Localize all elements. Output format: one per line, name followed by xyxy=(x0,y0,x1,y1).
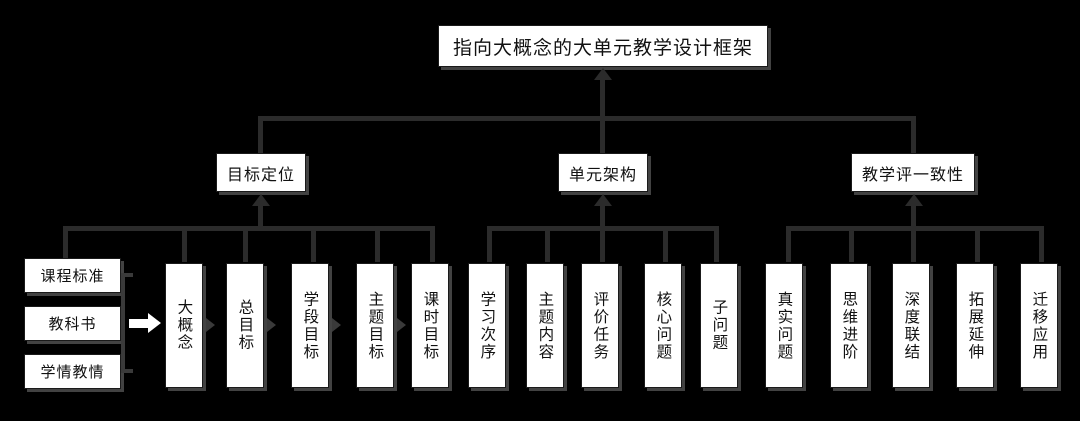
connector-group1-arrow-icon xyxy=(252,194,270,206)
source-label-3: 学情教情 xyxy=(40,363,105,381)
connector-group2-stem xyxy=(600,206,605,228)
source-box-student-teacher-situation: 学情教情 xyxy=(24,354,121,389)
source-bracket-vertical xyxy=(121,273,125,373)
connector-group3-drop-3 xyxy=(975,226,980,262)
connector-group2-drop-4 xyxy=(714,226,719,262)
source-bracket-top xyxy=(121,273,133,277)
connector-level2-bus xyxy=(258,116,916,121)
leaf-box-stage-goal: 学段目标 xyxy=(291,263,329,388)
seq-arrow-icon-4 xyxy=(397,318,406,332)
connector-group1-drop-0 xyxy=(63,226,68,262)
connector-group1-drop-3 xyxy=(311,226,316,262)
leaf-box-authentic-problem: 真实问题 xyxy=(765,263,803,388)
source-bracket-bottom xyxy=(121,369,133,373)
connector-title-arrow-icon xyxy=(594,68,612,80)
connector-level2-drop-3 xyxy=(911,116,916,153)
level2-box-goal-positioning: 目标定位 xyxy=(216,153,306,192)
leaf-label-3-3: 深度联结 xyxy=(902,290,921,361)
leaf-box-assessment-task: 评价任务 xyxy=(581,263,619,388)
connector-group1-stem xyxy=(258,206,263,228)
leaf-label-1-1: 大概念 xyxy=(175,299,194,352)
diagram-title-label: 指向大概念的大单元教学设计框架 xyxy=(452,36,753,59)
connector-group3-drop-1 xyxy=(849,226,854,262)
leaf-label-3-1: 真实问题 xyxy=(775,290,794,361)
connector-group1-drop-1 xyxy=(182,226,187,262)
source-box-curriculum-standard: 课程标准 xyxy=(24,258,121,293)
connector-group1-bus xyxy=(63,226,435,231)
leaf-box-thinking-progression: 思维进阶 xyxy=(830,263,868,388)
connector-title-stem xyxy=(600,80,605,118)
level2-label-2: 单元架构 xyxy=(568,164,637,184)
connector-group3-drop-2 xyxy=(911,226,916,262)
connector-group1-drop-2 xyxy=(243,226,248,262)
connector-group2-drop-3 xyxy=(663,226,668,262)
connector-group2-drop-2 xyxy=(600,226,605,262)
seq-arrow-icon-1 xyxy=(206,318,215,332)
leaf-label-2-3: 评价任务 xyxy=(591,290,610,361)
level2-box-teaching-assessment-alignment: 教学评一致性 xyxy=(851,153,975,192)
connector-group1-drop-4 xyxy=(375,226,380,262)
connector-group3-stem xyxy=(911,206,916,228)
leaf-label-1-3: 学段目标 xyxy=(301,290,320,361)
connector-level2-drop-1 xyxy=(258,116,263,153)
leaf-box-extension: 拓展延伸 xyxy=(956,263,994,388)
connector-group2-drop-1 xyxy=(545,226,550,262)
leaf-label-1-2: 总目标 xyxy=(236,299,255,352)
leaf-box-deep-connection: 深度联结 xyxy=(892,263,930,388)
seq-arrow-icon-2 xyxy=(267,318,276,332)
level2-label-3: 教学评一致性 xyxy=(861,164,964,184)
diagram-title-box: 指向大概念的大单元教学设计框架 xyxy=(438,25,768,67)
level2-box-unit-structure: 单元架构 xyxy=(558,153,648,192)
connector-group3-arrow-icon xyxy=(905,194,923,206)
leaf-box-sub-question: 子问题 xyxy=(700,263,738,388)
leaf-box-learning-sequence: 学习次序 xyxy=(468,263,506,388)
leaf-box-overall-goal: 总目标 xyxy=(226,263,264,388)
leaf-label-3-5: 迁移应用 xyxy=(1030,290,1049,361)
connector-group3-drop-0 xyxy=(786,226,791,262)
leaf-label-2-4: 核心问题 xyxy=(654,290,673,361)
leaf-box-transfer-application: 迁移应用 xyxy=(1020,263,1058,388)
seq-arrow-icon-3 xyxy=(332,318,341,332)
flow-arrow-head-icon xyxy=(148,313,161,333)
leaf-box-core-question: 核心问题 xyxy=(644,263,682,388)
leaf-label-1-5: 课时目标 xyxy=(421,290,440,361)
leaf-box-lesson-goal: 课时目标 xyxy=(411,263,449,388)
leaf-box-theme-content: 主题内容 xyxy=(526,263,564,388)
leaf-box-theme-goal: 主题目标 xyxy=(356,263,394,388)
source-label-1: 课程标准 xyxy=(40,267,105,285)
source-label-2: 教科书 xyxy=(48,315,97,333)
connector-group2-arrow-icon xyxy=(594,194,612,206)
leaf-label-1-4: 主题目标 xyxy=(366,290,385,361)
leaf-label-2-2: 主题内容 xyxy=(536,290,555,361)
connector-group1-drop-5 xyxy=(430,226,435,262)
source-box-textbook: 教科书 xyxy=(24,306,121,341)
leaf-label-3-4: 拓展延伸 xyxy=(966,290,985,361)
leaf-box-big-idea: 大概念 xyxy=(165,263,203,388)
connector-group2-drop-0 xyxy=(487,226,492,262)
connector-group3-drop-4 xyxy=(1039,226,1044,262)
level2-label-1: 目标定位 xyxy=(226,164,295,184)
leaf-label-2-1: 学习次序 xyxy=(478,290,497,361)
leaf-label-2-5: 子问题 xyxy=(710,299,729,352)
flow-arrow-stem xyxy=(129,319,149,328)
connector-level2-drop-2 xyxy=(600,116,605,153)
leaf-label-3-2: 思维进阶 xyxy=(840,290,859,361)
